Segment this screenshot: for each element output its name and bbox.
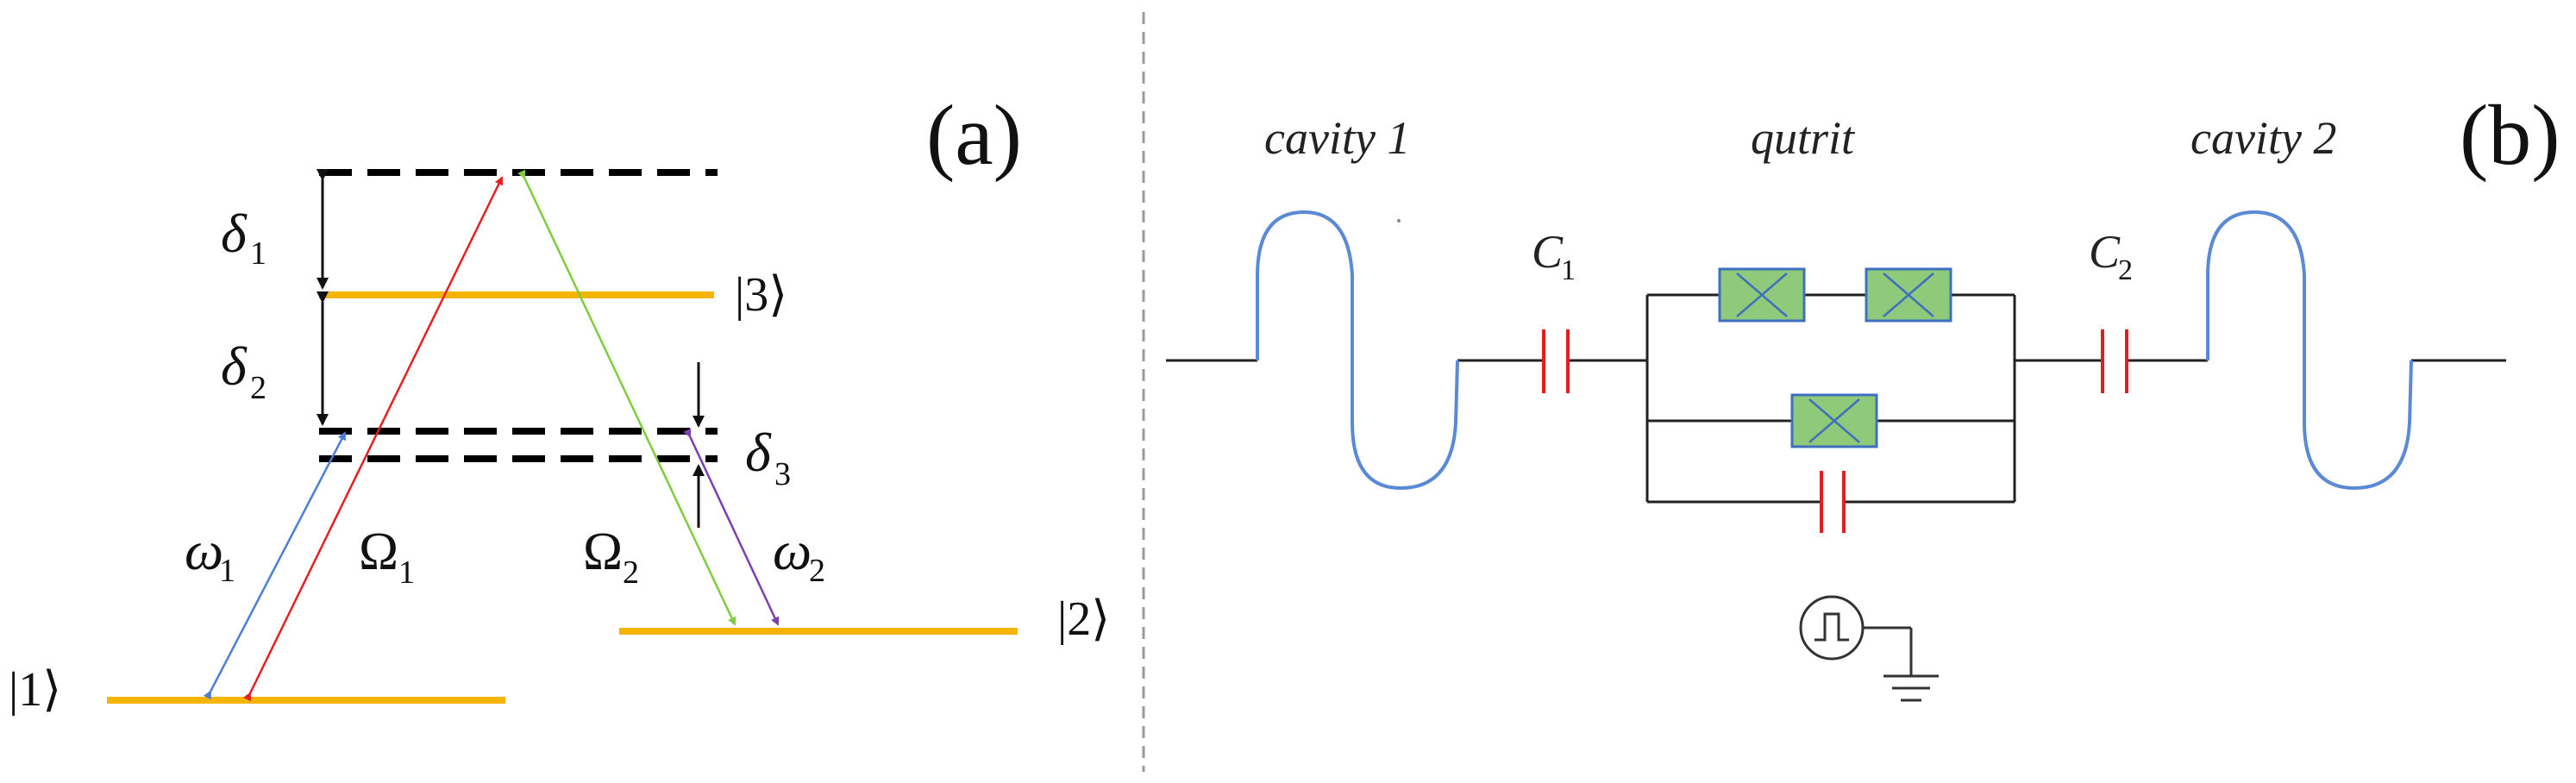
ket-1-label: |1⟩ (9, 663, 61, 717)
cavity1-resonator (1256, 210, 1459, 491)
omega1-symbol: ω (185, 520, 223, 581)
panel-a-label: (a) (926, 87, 1022, 183)
delta1-subscript: 1 (250, 235, 266, 272)
panel-a: |3⟩ |2⟩ |1⟩ δ 1 δ 2 δ 3 ω 1 Ω 1 Ω 2 ω 2 … (9, 87, 1110, 717)
c1-subscript: 1 (1561, 254, 1576, 286)
capacitor-c2 (2101, 329, 2128, 393)
ket-3-label: |3⟩ (735, 268, 787, 322)
Omega2-subscript: 2 (623, 554, 639, 591)
josephson-junction-3 (1790, 393, 1878, 448)
ket-2-label: |2⟩ (1057, 592, 1110, 646)
c1-symbol: C (1532, 226, 1564, 278)
Omega1-subscript: 1 (398, 554, 415, 591)
cavity1-label: cavity 1 (1264, 112, 1410, 164)
ground-icon (1883, 674, 1939, 702)
omega2-symbol: ω (773, 520, 812, 581)
delta3-subscript: 3 (774, 456, 791, 492)
Omega1-transition (242, 176, 504, 702)
panel-b: cavity 1 qutrit cavity 2 (b) C 1 C 2 (1166, 87, 2560, 702)
omega2-transition (683, 428, 780, 626)
panel-b-label: (b) (2460, 87, 2560, 183)
omega2-subscript: 2 (809, 553, 825, 589)
capacitor-c1 (1542, 329, 1570, 393)
delta2-subscript: 2 (250, 370, 266, 406)
delta1-symbol: δ (221, 203, 248, 264)
omega1-subscript: 1 (219, 553, 235, 589)
stray-dot (1397, 219, 1401, 222)
qutrit-label: qutrit (1751, 112, 1856, 164)
cavity2-resonator (2206, 210, 2413, 491)
qutrit-circuit (1645, 293, 2016, 504)
Omega1-symbol: Ω (359, 523, 398, 581)
Omega2-symbol: Ω (583, 523, 623, 581)
pulse-source (1799, 595, 1913, 676)
shunt-capacitor (1820, 471, 1846, 533)
cavity2-label: cavity 2 (2191, 112, 2336, 164)
c2-symbol: C (2089, 226, 2121, 278)
josephson-junction-2 (1865, 267, 1952, 323)
delta2-symbol: δ (221, 335, 248, 397)
c2-subscript: 2 (2118, 254, 2133, 286)
delta3-symbol: δ (745, 422, 772, 483)
josephson-junction-1 (1718, 267, 1806, 323)
